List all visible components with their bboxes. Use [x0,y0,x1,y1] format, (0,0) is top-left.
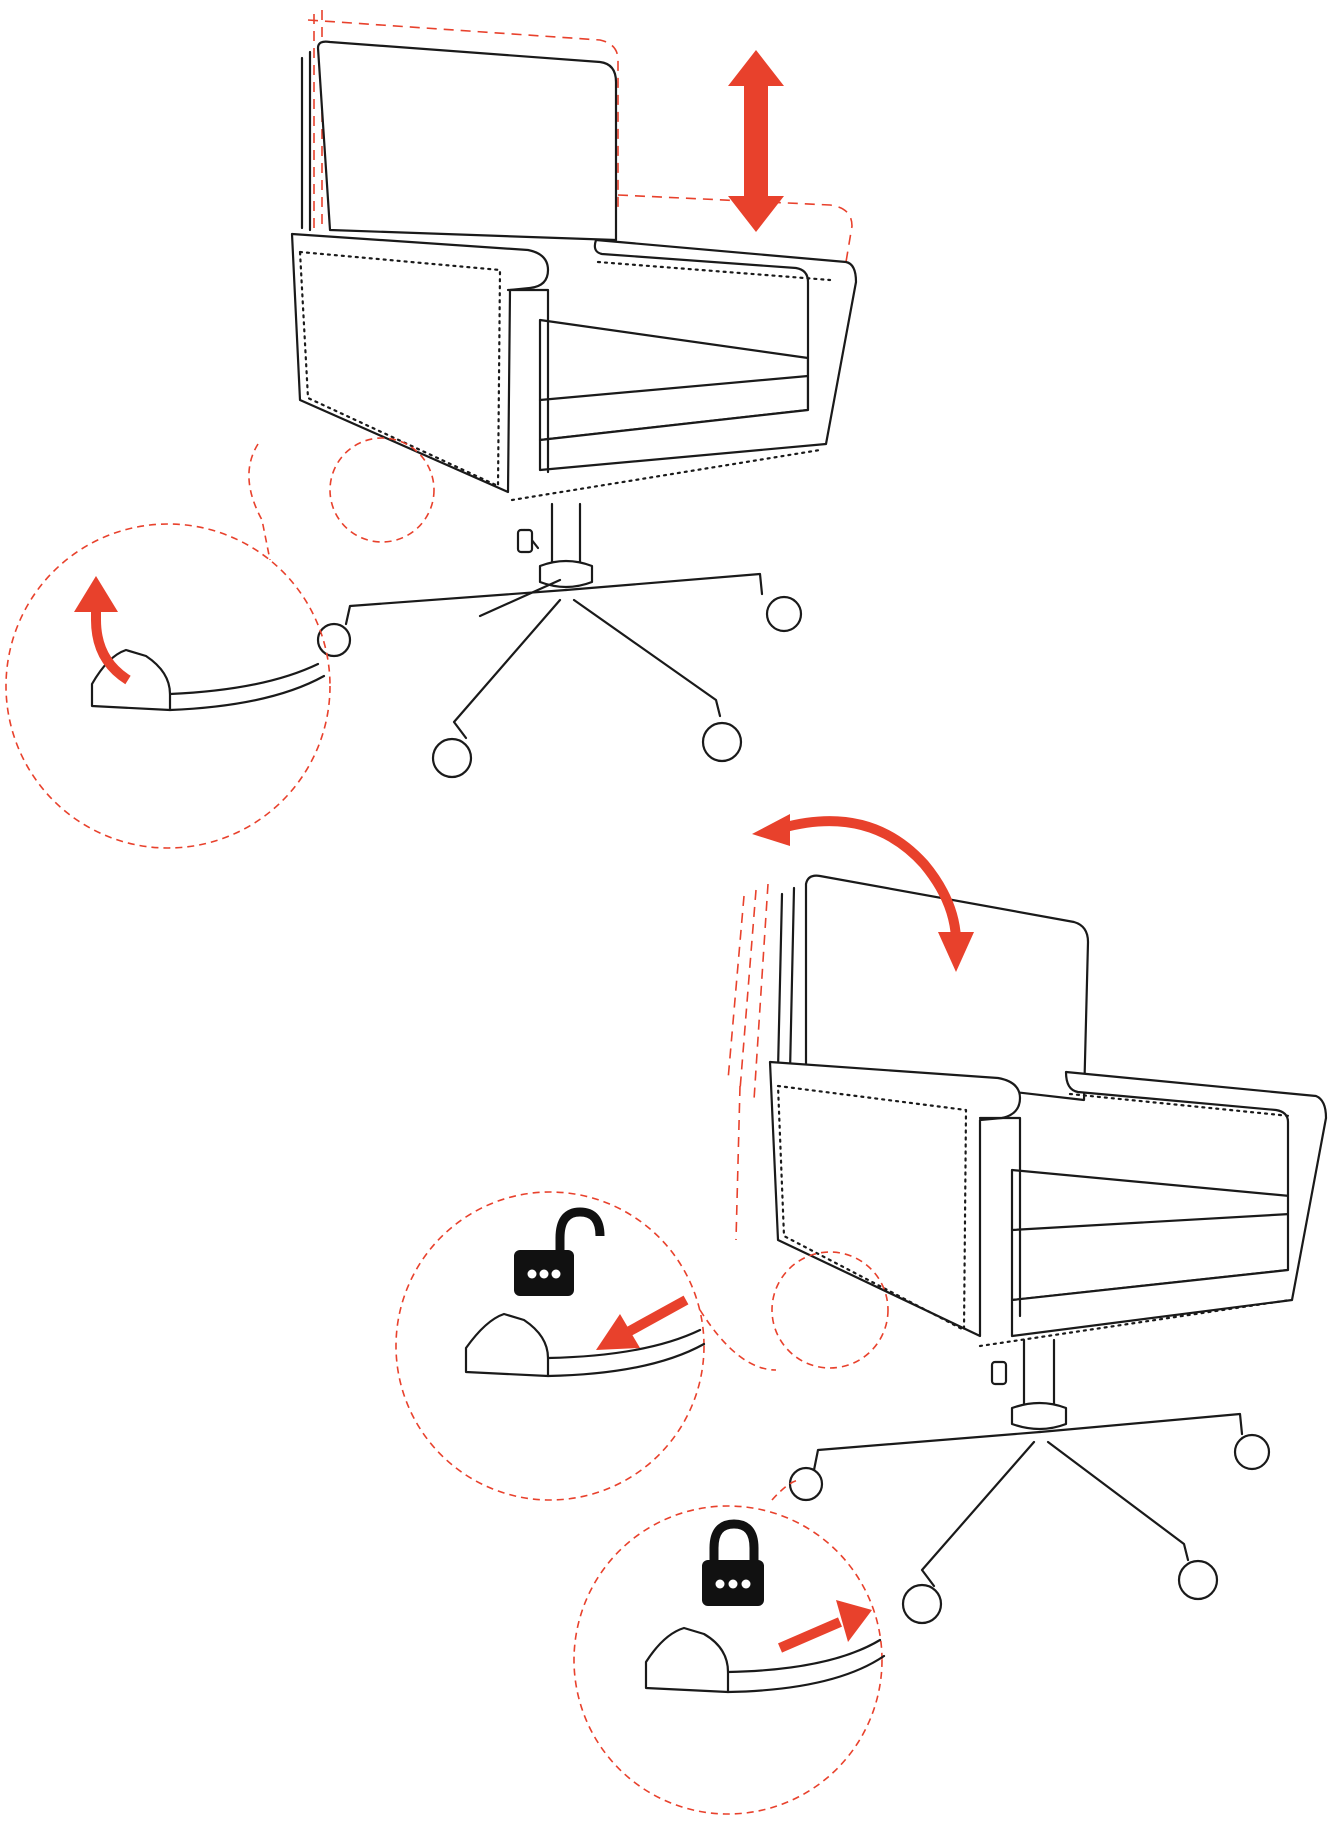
reclined-position-ghost [728,884,768,1240]
lock-icon [702,1524,764,1606]
lever-zoom-source [330,438,434,542]
tilt-lever-zoom-source [772,1252,888,1368]
chair-illustration-raised [292,42,856,777]
chair-illustration-tilt [770,876,1326,1623]
unlock-icon [514,1212,600,1296]
tilt-adjustment-panel [396,814,1326,1814]
up-down-arrow-icon [728,50,784,232]
height-adjustment-panel [6,10,856,848]
lock-callout [574,1480,884,1814]
lift-lever-callout [6,444,330,848]
unlock-callout [396,1192,776,1500]
